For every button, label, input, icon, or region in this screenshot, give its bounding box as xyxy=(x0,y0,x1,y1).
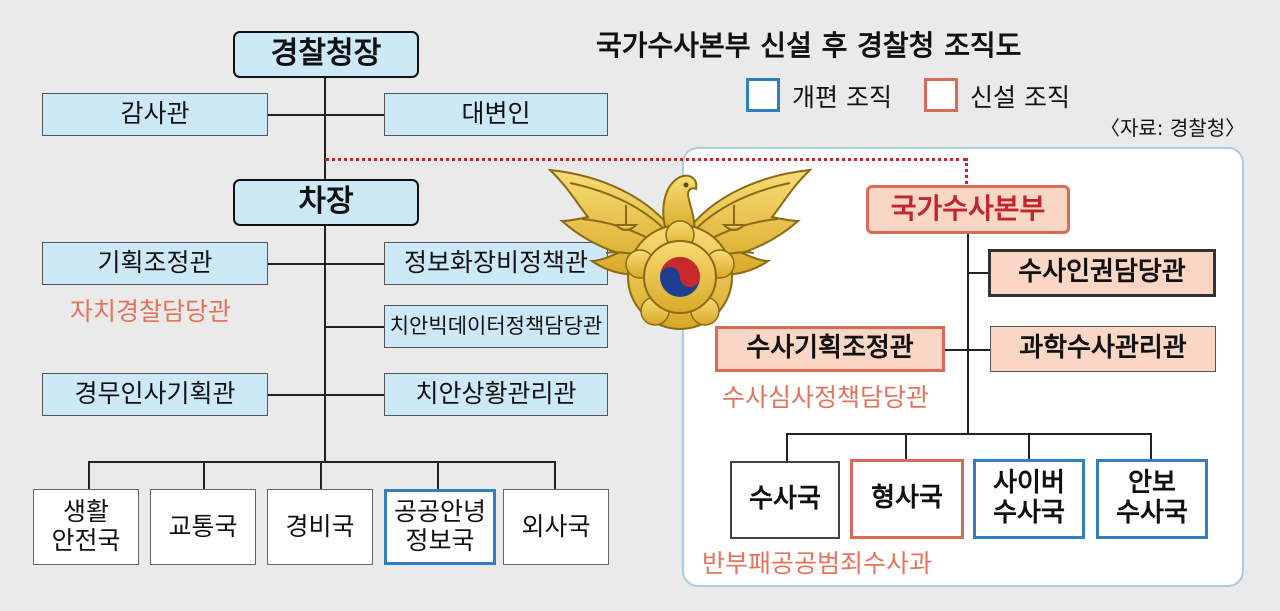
connector xyxy=(268,114,384,116)
nib-box: 국가수사본부 xyxy=(866,185,1070,234)
nib-bureau-box-new: 형사국 xyxy=(850,459,964,539)
bureau-box: 생활 안전국 xyxy=(33,489,139,565)
info-policy-box: 정보화장비정책관 xyxy=(384,242,608,285)
planning-box: 기획조정관 xyxy=(42,242,268,285)
nib-bureau-box-reorganized: 안보 수사국 xyxy=(1096,459,1208,539)
nib-bureau-note: 반부패공공범죄수사과 xyxy=(702,549,933,578)
dotted-link xyxy=(325,158,967,161)
dotted-link xyxy=(965,158,968,184)
connector xyxy=(786,433,788,461)
commissioner-box: 경찰청장 xyxy=(233,31,419,78)
source-note: 〈자료: 경찰청〉 xyxy=(1100,116,1246,140)
bureau-box: 경비국 xyxy=(267,489,373,565)
police-emblem-icon xyxy=(548,168,812,330)
human-rights-box: 수사인권담당관 xyxy=(988,249,1216,297)
connector xyxy=(1028,433,1030,461)
situation-box: 치안상황관리관 xyxy=(384,373,608,416)
legend-new-swatch xyxy=(924,78,958,112)
personnel-box: 경무인사기획관 xyxy=(42,373,268,416)
legend-new-label: 신설 조직 xyxy=(970,83,1070,112)
legend-reorganized-swatch xyxy=(746,78,780,112)
connector xyxy=(324,78,326,462)
connector xyxy=(268,394,384,396)
connector xyxy=(268,263,384,265)
planning-note: 자치경찰담당관 xyxy=(70,297,232,326)
inv-planning-note: 수사심사정책담당관 xyxy=(722,383,930,412)
connector xyxy=(967,272,989,274)
bureau-box: 외사국 xyxy=(503,489,609,565)
connector xyxy=(1150,433,1152,461)
spokesperson-box: 대변인 xyxy=(384,93,608,136)
connector xyxy=(554,461,556,489)
connector xyxy=(967,232,969,435)
bureau-box: 교통국 xyxy=(150,489,256,565)
legend-reorganized-label: 개편 조직 xyxy=(792,83,892,112)
forensic-box: 과학수사관리관 xyxy=(990,326,1216,372)
connector xyxy=(905,433,907,461)
nib-bureau-box: 수사국 xyxy=(730,461,840,539)
diagram-title: 국가수사본부 신설 후 경찰청 조직도 xyxy=(596,29,1022,62)
connector xyxy=(437,461,439,489)
connector xyxy=(320,461,322,489)
connector xyxy=(324,326,384,328)
connector xyxy=(203,461,205,489)
connector xyxy=(786,433,1152,435)
bureau-box-reorganized: 공공안녕 정보국 xyxy=(384,489,496,565)
audit-box: 감사관 xyxy=(42,93,268,136)
connector xyxy=(88,461,90,489)
connector xyxy=(944,349,990,351)
deputy-box: 차장 xyxy=(233,179,419,226)
nib-bureau-box-reorganized: 사이버 수사국 xyxy=(973,459,1085,539)
inv-planning-box: 수사기획조정관 xyxy=(715,326,945,372)
bigdata-box: 치안빅데이터정책담당관 xyxy=(384,305,608,348)
